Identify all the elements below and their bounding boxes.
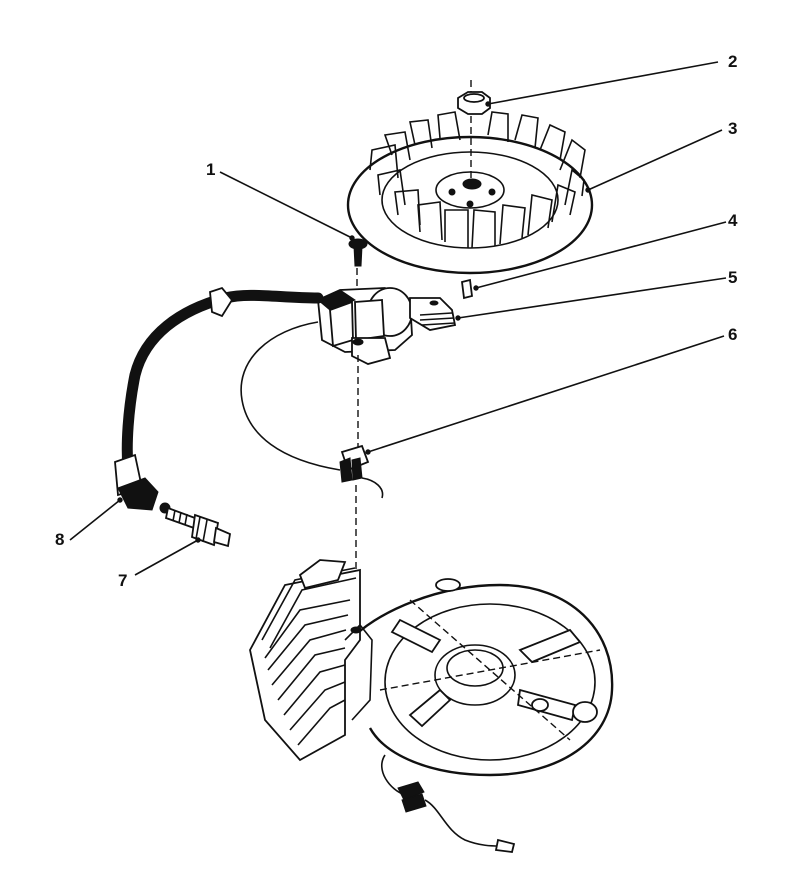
callout-8: 8 [55,530,64,549]
callout-2: 2 [728,52,737,71]
flywheel [346,111,594,275]
callout-3: 3 [728,119,737,138]
ignition-module [317,287,457,448]
spark-plug-boot [114,286,324,511]
callout-6: 6 [728,325,737,344]
kill-wire [381,754,516,853]
engine-block [249,559,614,777]
spark-plug [159,502,232,548]
flywheel-nut [457,80,491,178]
flywheel-key [461,278,473,300]
screw [348,238,368,330]
leader-lines [69,61,727,576]
callout-7: 7 [118,571,127,590]
callout-4: 4 [728,211,738,230]
callout-5: 5 [728,268,737,287]
ground-clip [339,444,384,625]
callout-1: 1 [206,160,215,179]
ground-wire [240,321,341,471]
